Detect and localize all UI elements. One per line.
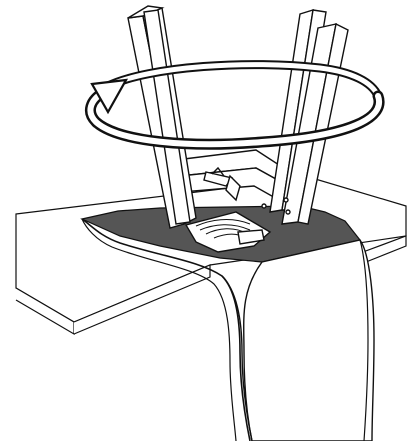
screw-hole [284,198,288,202]
screw-hole [262,204,266,208]
cloth-hanging-panel [244,240,374,441]
screw-hole [286,210,290,214]
